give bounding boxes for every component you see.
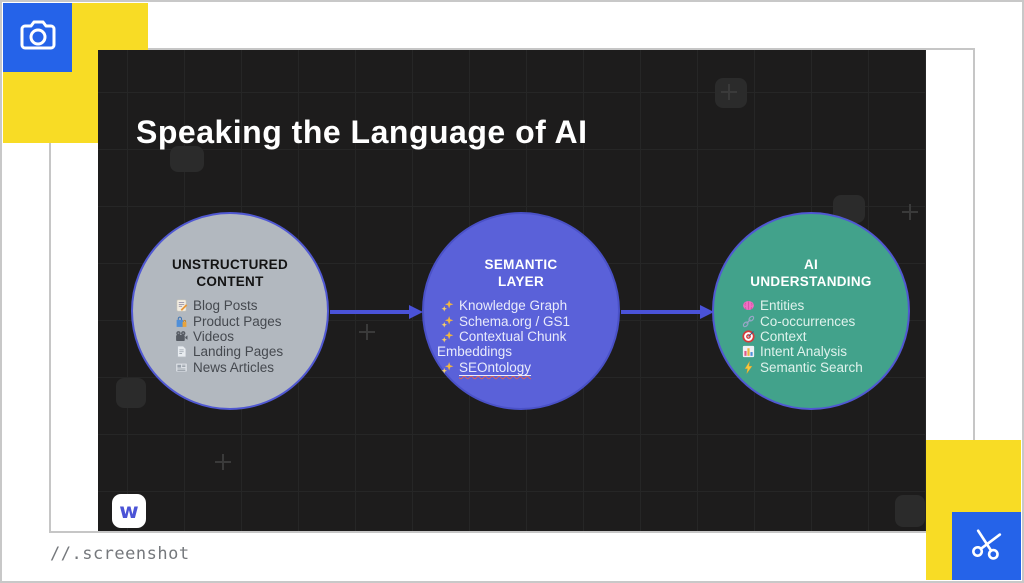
list-item-label: News Articles — [193, 359, 275, 375]
newspaper-icon — [175, 361, 188, 374]
list-item-label: Context — [760, 328, 807, 344]
circle-unstructured-content: UNSTRUCTURED CONTENT Blog Posts Product … — [131, 212, 329, 410]
sparkles-icon — [441, 361, 454, 374]
grid-cross — [215, 454, 231, 470]
memo-icon — [175, 299, 188, 312]
list-item: Context — [742, 329, 863, 344]
shopping-bags-icon — [175, 315, 188, 328]
flow-arrow — [330, 305, 423, 319]
target-icon — [742, 330, 755, 343]
list-item-label: Intent Analysis — [760, 344, 848, 360]
scissors-badge — [952, 512, 1021, 580]
grid-cross — [359, 324, 375, 340]
decor-blob — [895, 495, 925, 527]
list-item-label: Entities — [760, 298, 805, 314]
list-item-label: Videos — [193, 328, 235, 344]
list-item: Intent Analysis — [742, 344, 863, 359]
link-icon — [742, 315, 755, 328]
list-item-label: Embeddings — [437, 344, 513, 360]
list-item: Landing Pages — [175, 344, 283, 359]
list-item: Blog Posts — [175, 298, 283, 313]
slide-title: Speaking the Language of AI — [136, 114, 588, 150]
bar-chart-icon — [742, 345, 755, 358]
sparkles-icon — [441, 315, 454, 328]
w-logo: w — [112, 494, 146, 528]
list-item: Entities — [742, 298, 863, 313]
list-item: Contextual Chunk — [437, 329, 570, 344]
grid-cross — [902, 204, 918, 220]
sparkles-icon — [441, 299, 454, 312]
list-item-label: Schema.org / GS1 — [459, 313, 571, 329]
scissors-icon — [969, 526, 1005, 567]
camera-icon — [17, 17, 59, 58]
list-item: Schema.org / GS1 — [437, 313, 571, 329]
unstructured-content-list: Blog Posts Product Pages Videos — [175, 298, 283, 375]
list-item: Product Pages — [175, 313, 283, 329]
list-item: SEOntology — [437, 360, 570, 375]
circle-header: AI UNDERSTANDING — [750, 257, 872, 289]
circle-header: UNSTRUCTURED CONTENT — [171, 257, 289, 289]
caption-text: //.screenshot — [50, 544, 190, 564]
flow-arrow — [621, 305, 714, 319]
list-item-label: Blog Posts — [193, 298, 258, 314]
video-camera-icon — [175, 330, 188, 343]
list-item: Co-occurrences — [742, 313, 863, 329]
list-item: News Articles — [175, 360, 283, 375]
sparkles-icon — [441, 330, 454, 343]
list-item-label: Co-occurrences — [760, 313, 856, 329]
list-item-label: Landing Pages — [193, 344, 284, 360]
list-item-label: Product Pages — [193, 313, 282, 329]
list-item: Videos — [175, 329, 283, 344]
list-item-label: Semantic Search — [760, 359, 863, 375]
circle-ai-understanding: AI UNDERSTANDING Entities Co-occurrences — [712, 212, 910, 410]
semantic-layer-list: Knowledge Graph Schema.org / GS1 Context… — [437, 298, 570, 375]
slide: Speaking the Language of AI UNSTRUCTURED… — [98, 50, 926, 531]
circle-semantic-layer: SEMANTIC LAYER Knowledge Graph Schema.or… — [422, 212, 620, 410]
seontology-link[interactable]: SEOntology — [459, 359, 532, 375]
list-item-label: Contextual Chunk — [459, 328, 567, 344]
list-item: Knowledge Graph — [437, 298, 570, 313]
camera-badge — [3, 3, 72, 72]
list-item: Semantic Search — [742, 360, 863, 375]
circle-header: SEMANTIC LAYER — [484, 257, 558, 289]
decor-blob — [116, 378, 146, 408]
list-item: Embeddings — [437, 344, 570, 359]
page-icon — [175, 345, 188, 358]
ai-understanding-list: Entities Co-occurrences Context — [742, 298, 863, 375]
grid-cross — [721, 84, 737, 100]
brain-icon — [742, 299, 755, 312]
decor-blob — [170, 146, 204, 172]
list-item-label: Knowledge Graph — [459, 298, 568, 314]
lightning-icon — [742, 361, 755, 374]
